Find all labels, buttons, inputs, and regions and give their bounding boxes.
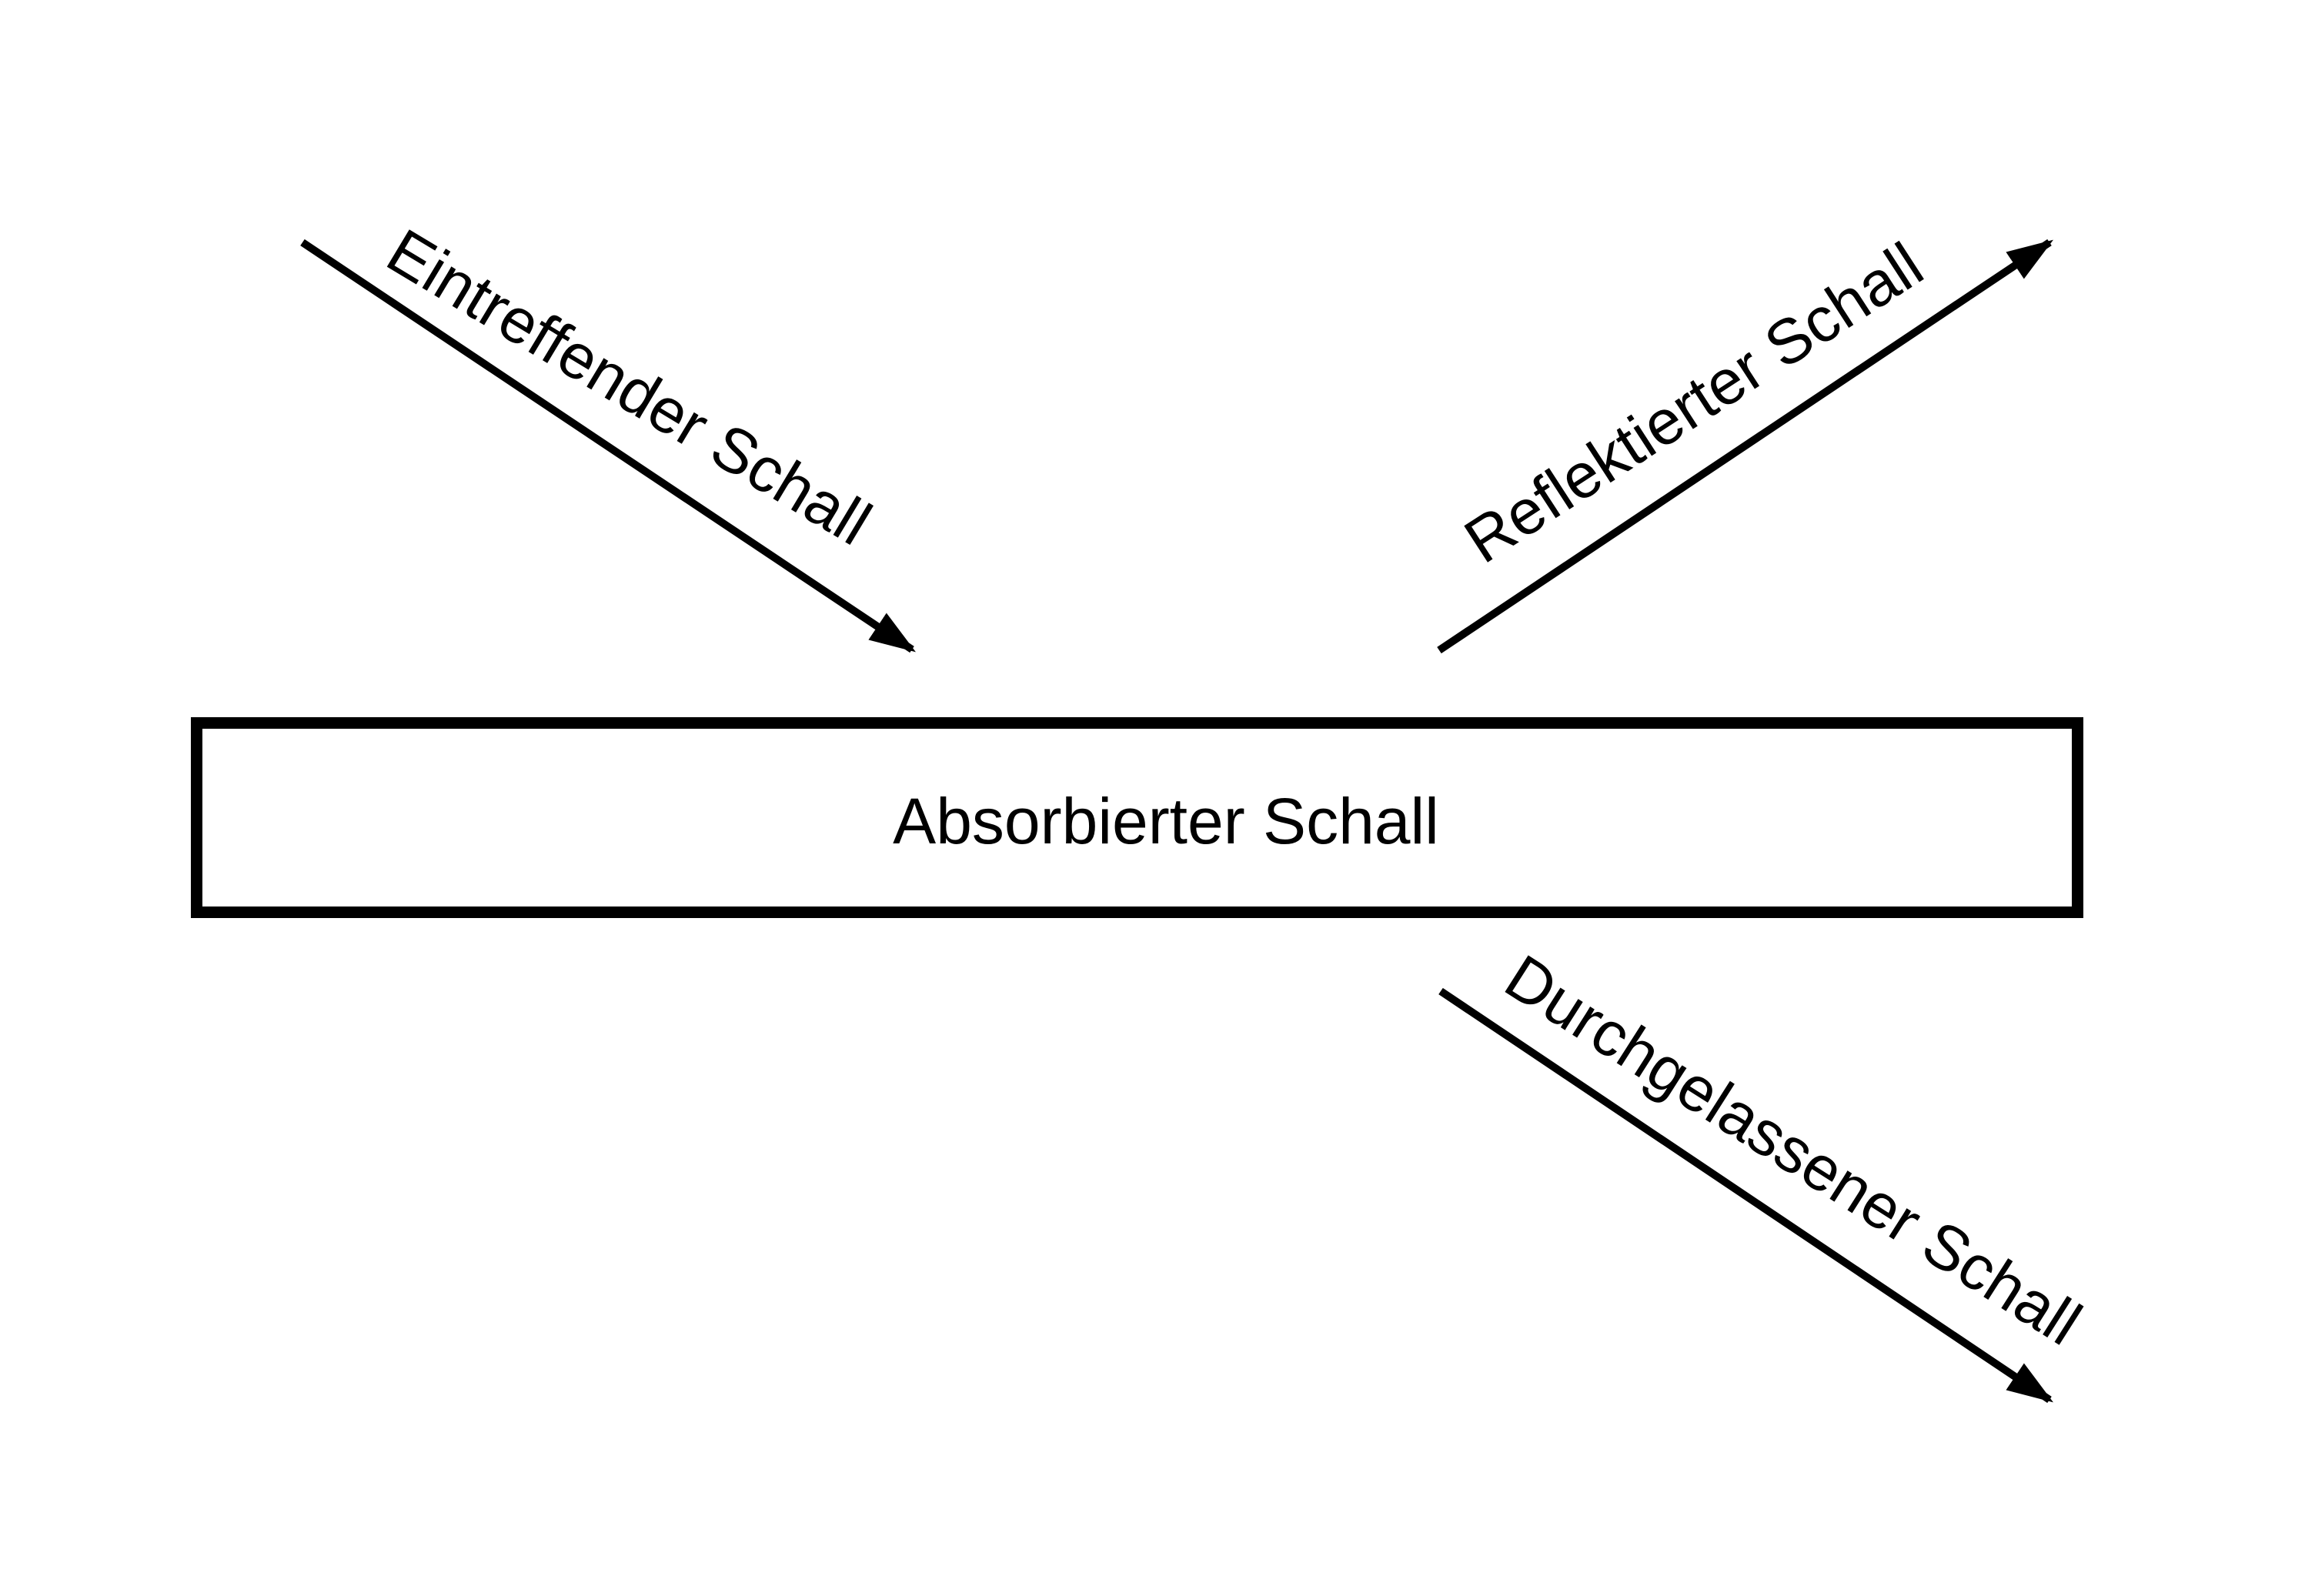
- transmitted-sound-label: Durchgelassener Schall: [1493, 942, 2093, 1359]
- absorbed-sound-label: Absorbierter Schall: [893, 785, 1439, 857]
- reflected-sound-arrow: [1437, 239, 2053, 654]
- incident-sound-label: Eintreffender Schall: [376, 216, 883, 559]
- reflected-sound-label: Reflektierter Schall: [1453, 229, 1936, 576]
- incident-sound-arrow: [300, 239, 916, 653]
- transmitted-sound-arrow: [1438, 987, 2053, 1404]
- absorber-panel: [191, 717, 2083, 918]
